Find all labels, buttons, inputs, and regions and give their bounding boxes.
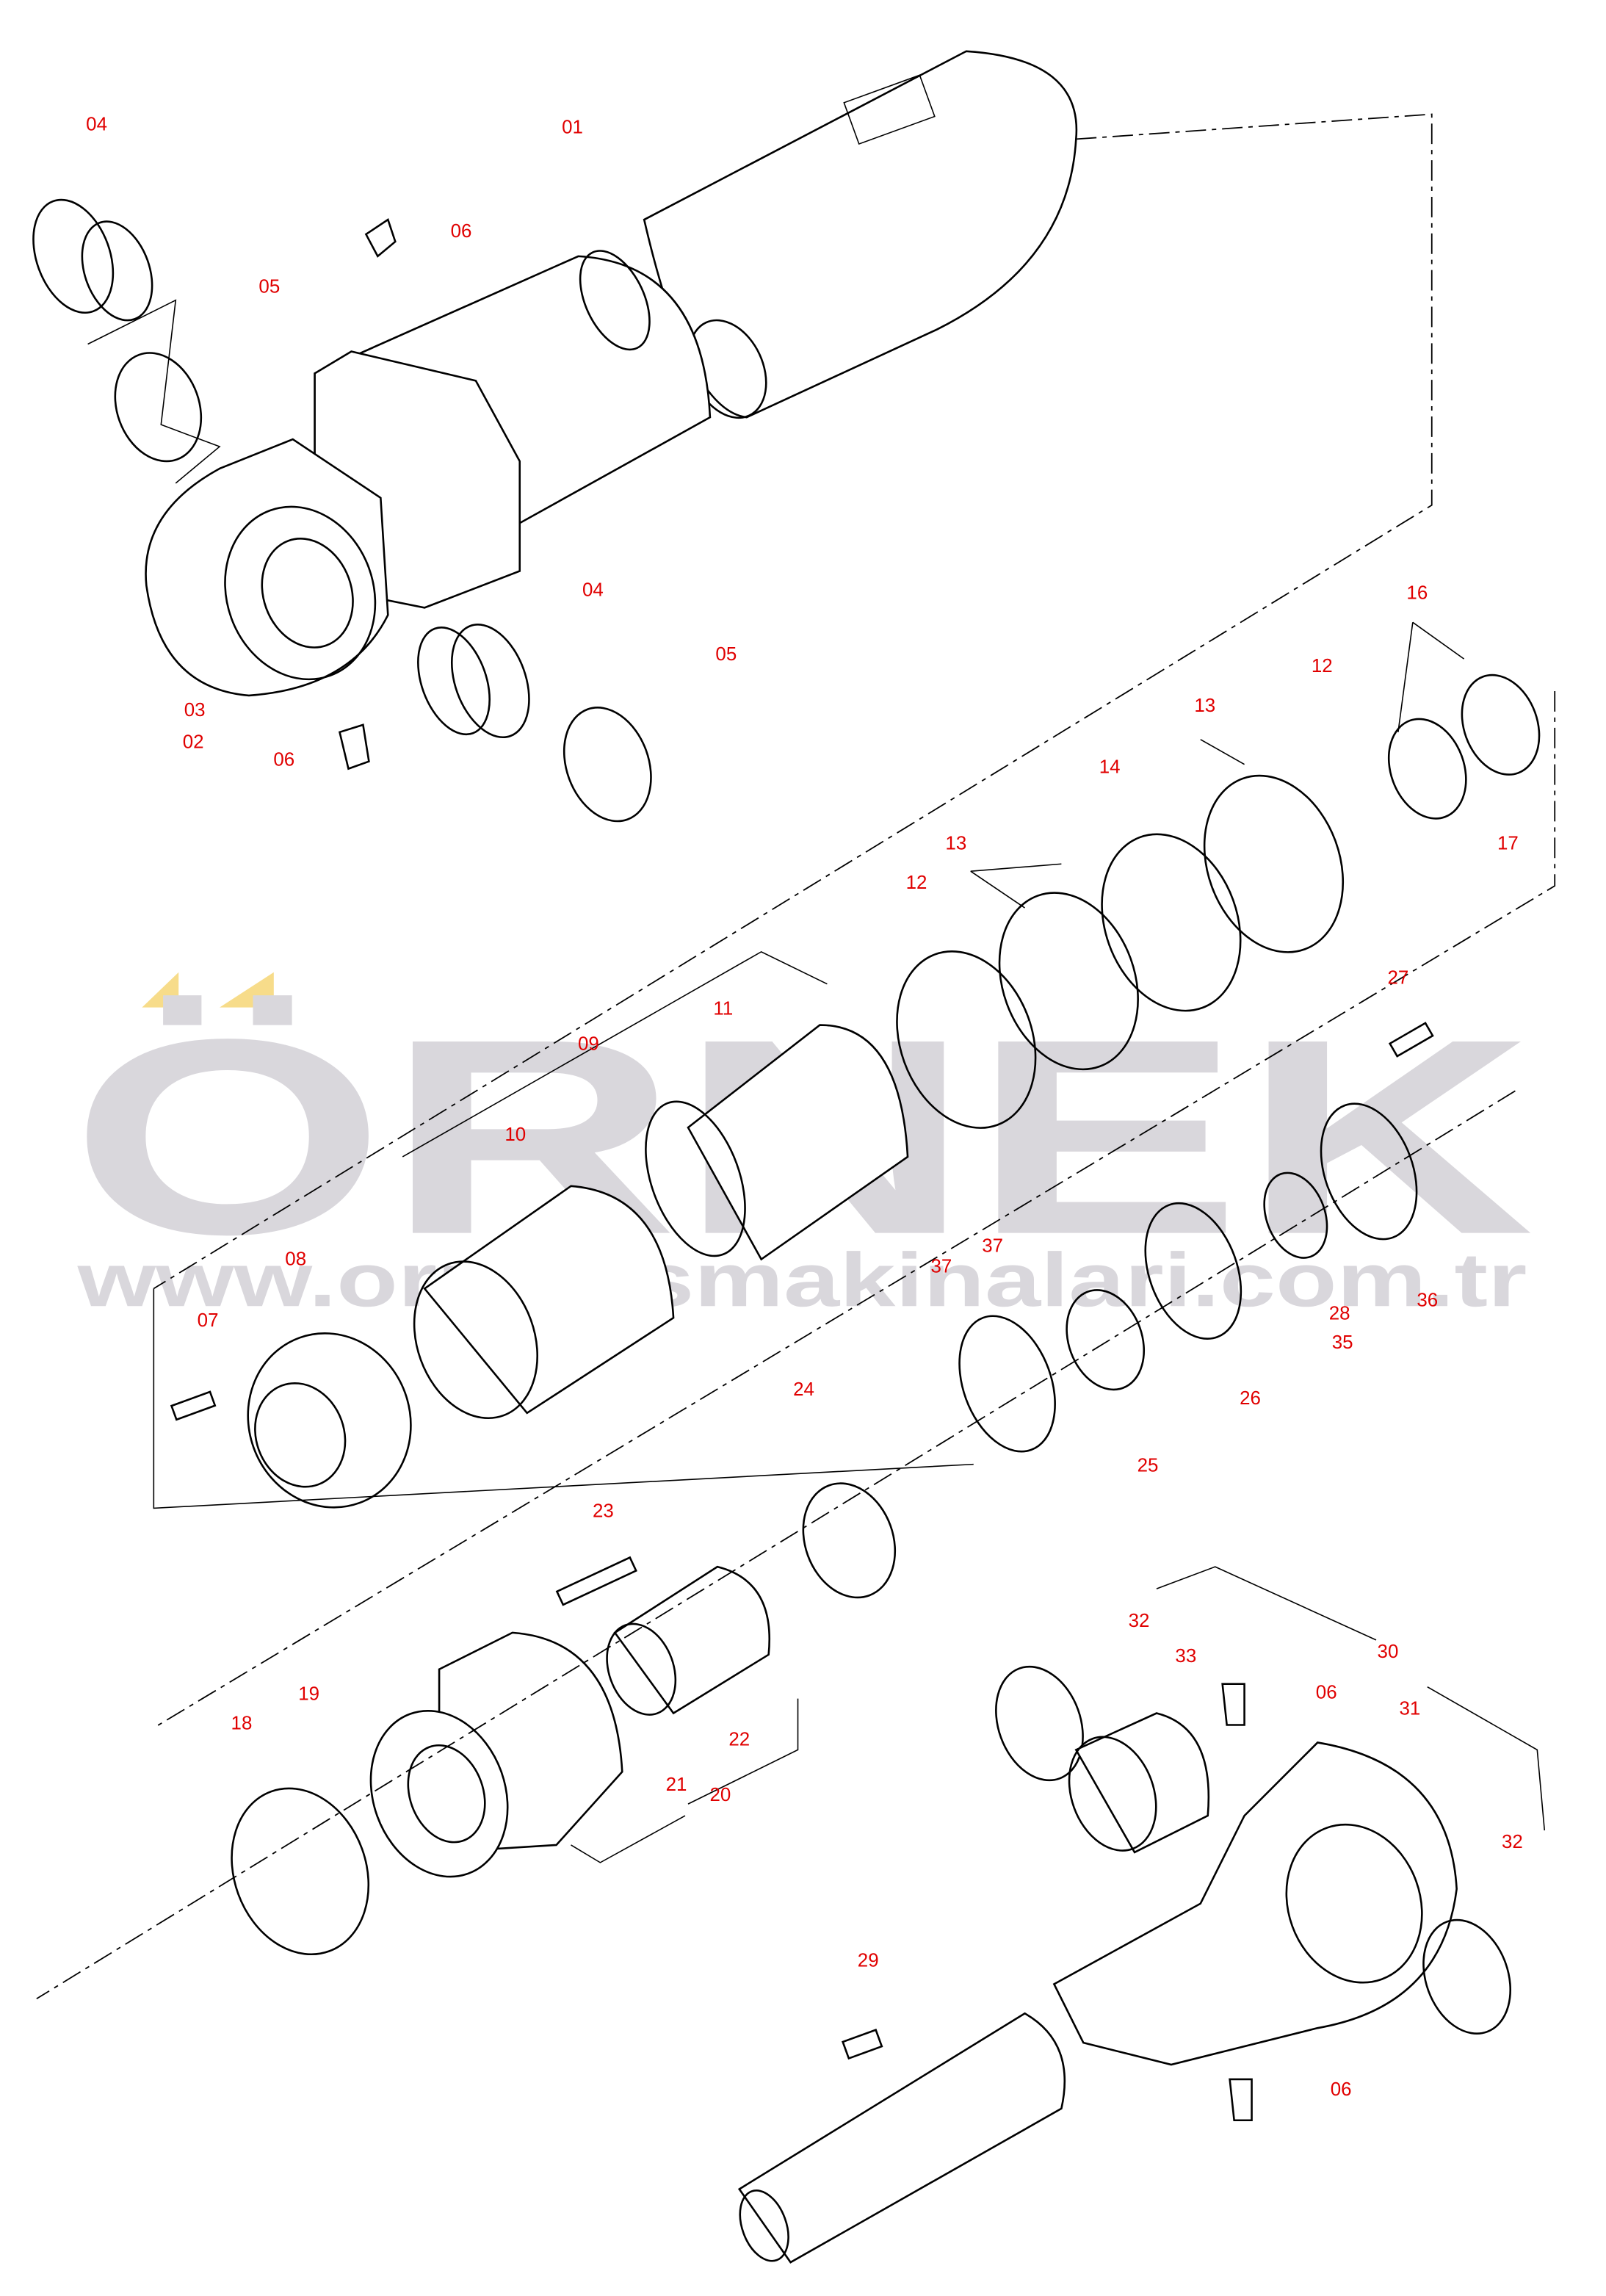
watermark-accent-left bbox=[142, 972, 179, 1008]
callout-04: 04 bbox=[86, 114, 107, 134]
grease-nipple-06-eye bbox=[1221, 1683, 1245, 1726]
bushing-33 bbox=[1068, 1712, 1210, 1854]
callout-06: 06 bbox=[1331, 2079, 1352, 2100]
grease-nipple-06-bottom bbox=[1229, 2078, 1253, 2122]
grease-nipple-06-low bbox=[338, 723, 370, 770]
callout-13: 13 bbox=[1194, 696, 1215, 716]
callout-26: 26 bbox=[1240, 1388, 1261, 1409]
callout-06: 06 bbox=[273, 750, 294, 770]
callout-37: 37 bbox=[982, 1236, 1003, 1257]
callout-03: 03 bbox=[184, 700, 206, 721]
rod-eye-31 bbox=[1052, 1741, 1458, 2066]
grease-nipple-06-top bbox=[364, 218, 397, 258]
callout-25: 25 bbox=[1137, 1456, 1159, 1476]
callout-10: 10 bbox=[504, 1124, 526, 1145]
callout-12: 12 bbox=[1312, 656, 1333, 676]
seal-kit-gland bbox=[958, 1102, 1418, 1453]
callout-12: 12 bbox=[906, 873, 927, 893]
callout-33: 33 bbox=[1175, 1646, 1196, 1667]
bolt-23 bbox=[555, 1556, 637, 1606]
callout-05: 05 bbox=[715, 644, 737, 665]
piston-rod bbox=[737, 2012, 1066, 2264]
callout-31: 31 bbox=[1399, 1699, 1420, 1719]
seal-32-right bbox=[1422, 1918, 1512, 2035]
callout-16: 16 bbox=[1406, 582, 1428, 603]
callout-32: 32 bbox=[1502, 1832, 1523, 1852]
callout-35: 35 bbox=[1332, 1332, 1353, 1353]
bushing-22 bbox=[606, 1565, 770, 1716]
callout-04: 04 bbox=[582, 580, 604, 600]
nut-08 bbox=[247, 1332, 412, 1509]
callout-36: 36 bbox=[1417, 1290, 1438, 1310]
callout-06: 06 bbox=[1316, 1683, 1337, 1703]
seal-18-19 bbox=[231, 1787, 370, 1956]
seal-32-left bbox=[995, 1665, 1084, 1782]
screw-07 bbox=[170, 1390, 217, 1421]
callout-01: 01 bbox=[562, 117, 583, 137]
piston-seals-stack bbox=[896, 674, 1541, 1129]
callout-20: 20 bbox=[709, 1785, 731, 1805]
callout-11: 11 bbox=[713, 999, 733, 1019]
cylinder-tube bbox=[145, 50, 1078, 697]
callout-14: 14 bbox=[1099, 757, 1121, 778]
seal-05-top bbox=[114, 352, 203, 463]
callout-30: 30 bbox=[1378, 1642, 1399, 1662]
bolt-27 bbox=[1388, 1022, 1434, 1058]
gland-21 bbox=[369, 1631, 623, 1878]
callout-labels: 04 01 06 05 04 05 16 12 13 14 03 02 06 1… bbox=[86, 114, 1523, 2099]
callout-24: 24 bbox=[793, 1379, 814, 1400]
bushing-04-mid bbox=[417, 624, 530, 739]
callout-18: 18 bbox=[231, 1713, 253, 1733]
callout-37: 37 bbox=[930, 1256, 952, 1277]
callout-28: 28 bbox=[1329, 1303, 1350, 1324]
bushing-04-top bbox=[32, 198, 153, 322]
callout-06: 06 bbox=[451, 221, 472, 242]
callout-09: 09 bbox=[578, 1033, 599, 1054]
callout-22: 22 bbox=[728, 1729, 750, 1750]
callout-05: 05 bbox=[258, 277, 280, 297]
callout-21: 21 bbox=[666, 1775, 687, 1795]
callout-32: 32 bbox=[1129, 1611, 1150, 1631]
callout-07: 07 bbox=[198, 1310, 219, 1331]
callout-29: 29 bbox=[858, 1950, 879, 1971]
callout-23: 23 bbox=[593, 1501, 614, 1521]
callout-13: 13 bbox=[945, 833, 966, 853]
ring-24 bbox=[802, 1482, 897, 1599]
callout-08: 08 bbox=[285, 1249, 306, 1269]
seal-05-mid bbox=[563, 707, 652, 823]
piston-11 bbox=[645, 1024, 909, 1261]
callout-19: 19 bbox=[298, 1684, 319, 1705]
center-lines bbox=[36, 113, 1556, 2000]
piston-10 bbox=[413, 1185, 675, 1420]
callout-02: 02 bbox=[183, 732, 204, 753]
callout-27: 27 bbox=[1387, 968, 1408, 989]
callout-17: 17 bbox=[1497, 833, 1519, 853]
